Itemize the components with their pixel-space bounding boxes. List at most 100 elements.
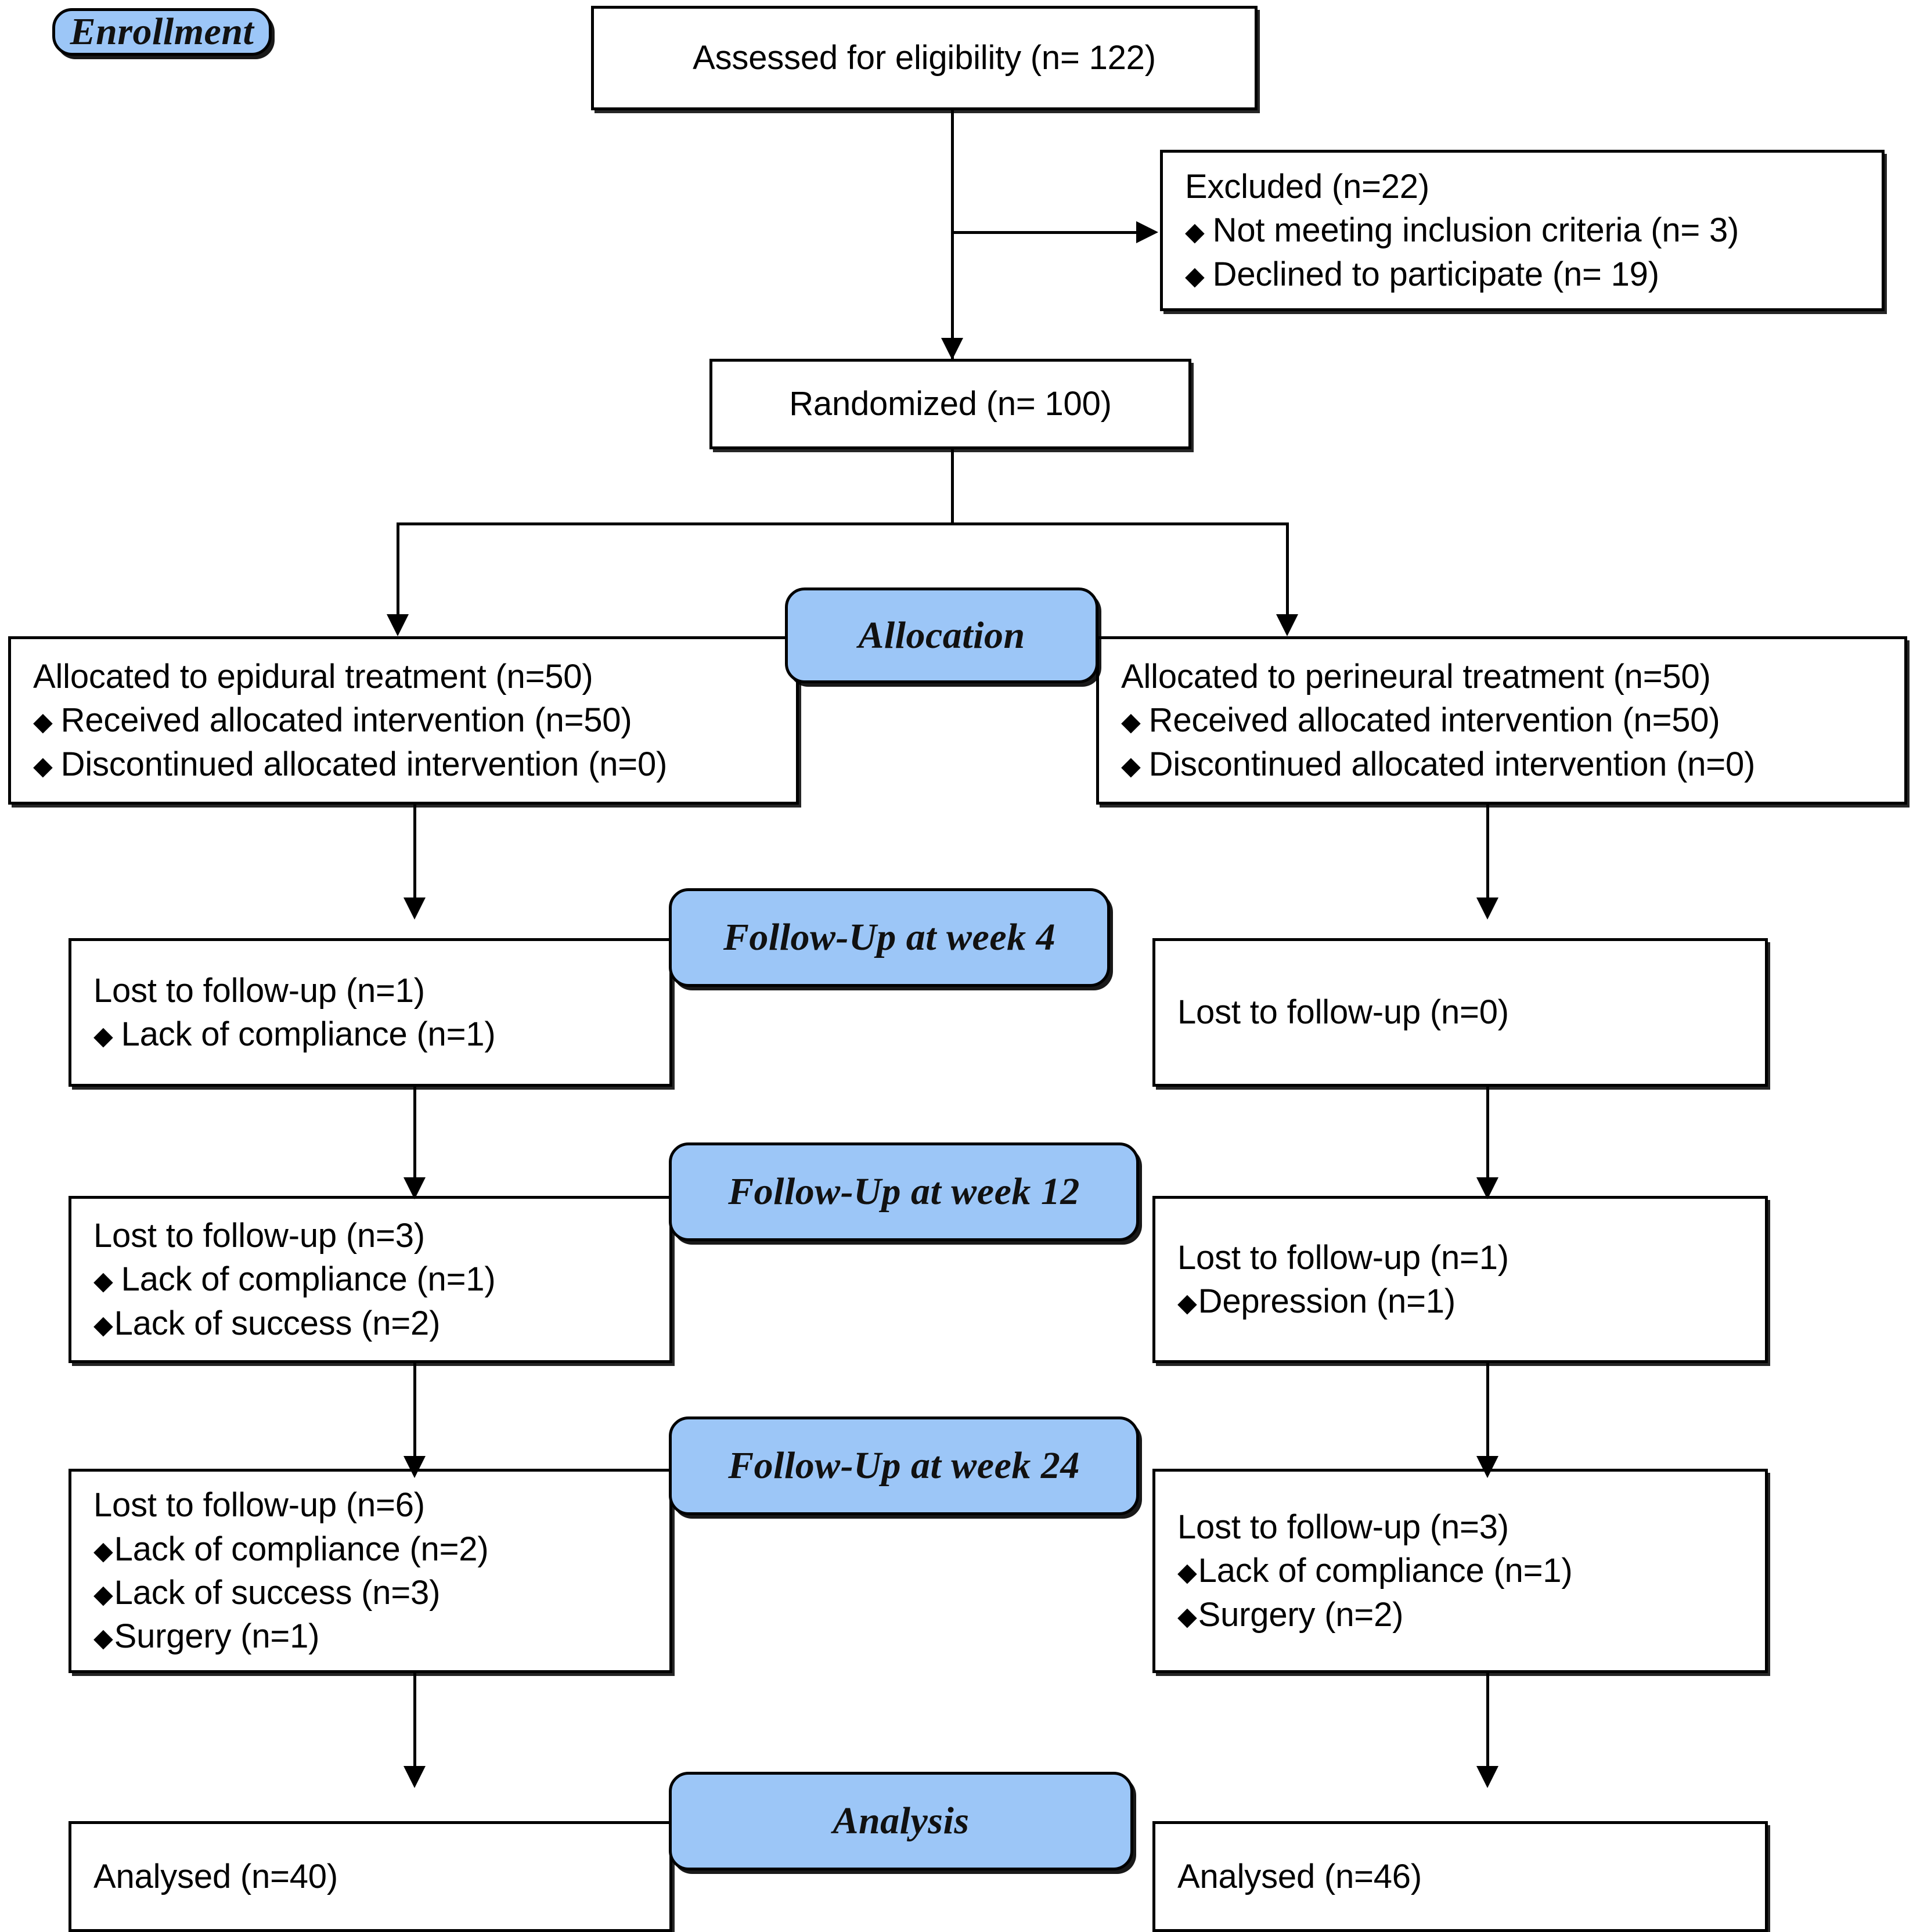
diamond-bullet-icon: ◆ bbox=[93, 1624, 113, 1653]
w24-left-item-2-label: Surgery (n=1) bbox=[114, 1617, 320, 1656]
alloc-left-item-0-label: Received allocated intervention (n=50) bbox=[60, 701, 632, 740]
w24-right-title: Lost to follow-up (n=3) bbox=[1177, 1508, 1509, 1546]
alloc-left-item-1: ◆Discontinued allocated intervention (n=… bbox=[11, 742, 796, 786]
stage-label-analysis-text: Analysis bbox=[833, 1800, 970, 1842]
diamond-bullet-icon: ◆ bbox=[1177, 1558, 1197, 1587]
arrowhead-to-w24-left bbox=[404, 1456, 426, 1478]
w12-left-item-1-label: Lack of success (n=2) bbox=[114, 1304, 441, 1342]
arrowhead-to-w12-left bbox=[404, 1177, 426, 1199]
w24-left-item-1-label: Lack of success (n=3) bbox=[114, 1574, 441, 1612]
w12-right-title: Lost to follow-up (n=1) bbox=[1177, 1238, 1509, 1277]
stage-label-followup-week4-text: Follow-Up at week 4 bbox=[723, 916, 1056, 958]
arrowhead-to-w12-right bbox=[1476, 1177, 1498, 1199]
stage-label-enrollment-text: Enrollment bbox=[70, 10, 254, 53]
diamond-bullet-icon: ◆ bbox=[33, 751, 53, 780]
stage-label-followup-week4: Follow-Up at week 4 bbox=[669, 888, 1110, 987]
alloc-left-item-0: ◆Received allocated intervention (n=50) bbox=[11, 698, 796, 742]
connector-alloc-right-to-w4 bbox=[1486, 805, 1489, 909]
diamond-bullet-icon: ◆ bbox=[1177, 1602, 1197, 1631]
alloc-right-item-0: ◆Received allocated intervention (n=50) bbox=[1099, 698, 1904, 742]
stage-label-followup-week24-text: Follow-Up at week 24 bbox=[728, 1444, 1080, 1487]
alloc-left-title: Allocated to epidural treatment (n=50) bbox=[33, 657, 593, 695]
excluded-reason-0-label: Not meeting inclusion criteria (n= 3) bbox=[1212, 211, 1739, 250]
node-randomized: Randomized (n= 100) bbox=[709, 359, 1191, 449]
node-w4-left: Lost to follow-up (n=1) ◆ Lack of complia… bbox=[69, 938, 672, 1087]
diamond-bullet-icon: ◆ bbox=[1185, 261, 1205, 290]
stage-label-analysis: Analysis bbox=[669, 1772, 1133, 1870]
connector-w12-left-to-w24 bbox=[413, 1363, 416, 1468]
w24-right-item-0: ◆Lack of compliance (n=1) bbox=[1155, 1549, 1765, 1592]
connector-w12-right-to-w24 bbox=[1486, 1363, 1489, 1468]
stage-label-allocation: Allocation bbox=[785, 587, 1098, 683]
arrowhead-to-w4-right bbox=[1476, 897, 1498, 920]
assessed-title: Assessed for eligibility (n= 122) bbox=[693, 39, 1156, 77]
node-analysed-right: Analysed (n=46) bbox=[1152, 1821, 1768, 1932]
connector-randomized-stem bbox=[951, 449, 954, 525]
alloc-left-item-1-label: Discontinued allocated intervention (n=0… bbox=[60, 745, 668, 783]
w4-left-item-0: ◆ Lack of compliance (n=1) bbox=[71, 1012, 669, 1056]
stage-label-followup-week12-text: Follow-Up at week 12 bbox=[728, 1170, 1080, 1213]
arrowhead-to-analysed-right bbox=[1476, 1766, 1498, 1788]
connector-w24-left-to-analysis bbox=[413, 1673, 416, 1778]
arrowhead-to-alloc-left bbox=[387, 614, 409, 636]
node-w4-right: Lost to follow-up (n=0) bbox=[1152, 938, 1768, 1087]
w12-left-title: Lost to follow-up (n=3) bbox=[93, 1216, 425, 1255]
connector-assessed-to-excluded bbox=[951, 231, 1143, 234]
excluded-reason-0: ◆Not meeting inclusion criteria (n= 3) bbox=[1163, 208, 1882, 252]
connector-alloc-left-to-w4 bbox=[413, 805, 416, 909]
diamond-bullet-icon: ◆ bbox=[33, 708, 53, 737]
diamond-bullet-icon: ◆ bbox=[93, 1310, 113, 1339]
diamond-bullet-icon: ◆ bbox=[93, 1267, 113, 1296]
w24-right-item-1-label: Surgery (n=2) bbox=[1198, 1595, 1404, 1634]
node-allocation-left: Allocated to epidural treatment (n=50) ◆… bbox=[8, 636, 799, 805]
stage-label-allocation-text: Allocation bbox=[858, 614, 1025, 657]
diamond-bullet-icon: ◆ bbox=[1121, 751, 1141, 780]
node-w12-left: Lost to follow-up (n=3) ◆ Lack of complia… bbox=[69, 1196, 672, 1363]
stage-label-followup-week12: Follow-Up at week 12 bbox=[669, 1142, 1139, 1241]
stage-label-followup-week24: Follow-Up at week 24 bbox=[669, 1416, 1139, 1515]
analysed-left-title: Analysed (n=40) bbox=[93, 1857, 338, 1895]
node-excluded: Excluded (n=22) ◆Not meeting inclusion c… bbox=[1160, 150, 1885, 311]
stage-label-enrollment: Enrollment bbox=[52, 8, 272, 56]
w24-left-item-2: ◆Surgery (n=1) bbox=[71, 1614, 669, 1658]
arrowhead-to-alloc-right bbox=[1276, 614, 1298, 636]
diamond-bullet-icon: ◆ bbox=[1121, 708, 1141, 737]
excluded-reason-1: ◆Declined to participate (n= 19) bbox=[1163, 253, 1882, 296]
arrowhead-to-excluded bbox=[1136, 221, 1158, 243]
alloc-right-item-1: ◆Discontinued allocated intervention (n=… bbox=[1099, 742, 1904, 786]
w12-left-item-0: ◆ Lack of compliance (n=1) bbox=[71, 1257, 669, 1301]
node-allocation-right: Allocated to perineural treatment (n=50)… bbox=[1096, 636, 1907, 805]
diamond-bullet-icon: ◆ bbox=[1177, 1289, 1197, 1317]
diamond-bullet-icon: ◆ bbox=[93, 1022, 113, 1050]
connector-assessed-to-randomized bbox=[951, 110, 954, 360]
w12-left-item-1: ◆Lack of success (n=2) bbox=[71, 1302, 669, 1345]
alloc-right-item-0-label: Received allocated intervention (n=50) bbox=[1148, 701, 1720, 740]
w24-left-title: Lost to follow-up (n=6) bbox=[93, 1486, 425, 1524]
arrowhead-to-analysed-left bbox=[404, 1766, 426, 1788]
analysed-right-title: Analysed (n=46) bbox=[1177, 1857, 1422, 1895]
node-w12-right: Lost to follow-up (n=1) ◆Depression (n=1… bbox=[1152, 1196, 1768, 1363]
w12-right-item-0: ◆Depression (n=1) bbox=[1155, 1279, 1765, 1323]
connector-w4-right-to-w12 bbox=[1486, 1087, 1489, 1188]
w12-right-item-0-label: Depression (n=1) bbox=[1198, 1282, 1456, 1320]
diamond-bullet-icon: ◆ bbox=[93, 1536, 113, 1565]
node-w24-right: Lost to follow-up (n=3) ◆Lack of complia… bbox=[1152, 1469, 1768, 1673]
node-w24-left: Lost to follow-up (n=6) ◆Lack of complia… bbox=[69, 1469, 672, 1673]
w4-right-title: Lost to follow-up (n=0) bbox=[1177, 993, 1509, 1032]
arrowhead-to-w4-left bbox=[404, 897, 426, 920]
connector-split-left-leg bbox=[397, 522, 399, 624]
diamond-bullet-icon: ◆ bbox=[93, 1580, 113, 1609]
w24-right-item-1: ◆Surgery (n=2) bbox=[1155, 1593, 1765, 1637]
w4-left-item-0-label: Lack of compliance (n=1) bbox=[121, 1015, 496, 1053]
w12-left-item-0-label: Lack of compliance (n=1) bbox=[121, 1260, 496, 1299]
connector-w24-right-to-analysis bbox=[1486, 1673, 1489, 1778]
w24-left-item-0: ◆Lack of compliance (n=2) bbox=[71, 1527, 669, 1571]
w4-left-title: Lost to follow-up (n=1) bbox=[93, 971, 425, 1010]
randomized-title: Randomized (n= 100) bbox=[789, 385, 1112, 423]
connector-w4-left-to-w12 bbox=[413, 1087, 416, 1188]
excluded-title: Excluded (n=22) bbox=[1185, 167, 1429, 206]
alloc-right-item-1-label: Discontinued allocated intervention (n=0… bbox=[1148, 745, 1756, 783]
arrowhead-to-w24-right bbox=[1476, 1456, 1498, 1478]
alloc-right-title: Allocated to perineural treatment (n=50) bbox=[1121, 657, 1711, 695]
